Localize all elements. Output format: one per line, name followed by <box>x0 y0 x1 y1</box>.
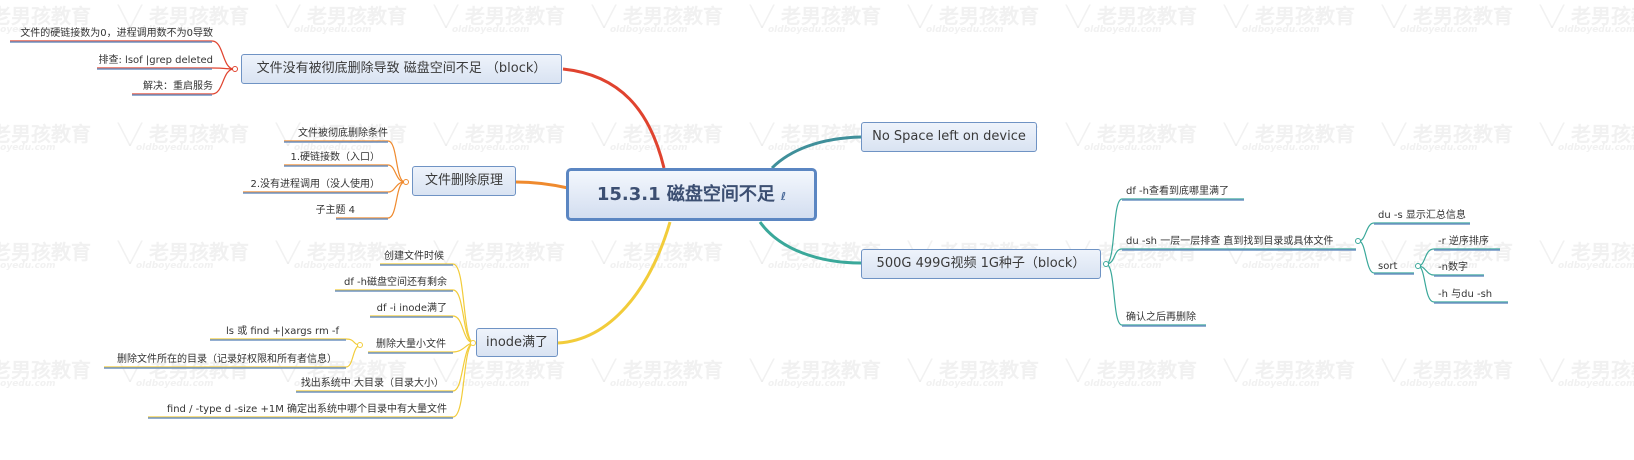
principle-leaf-lines <box>243 140 406 219</box>
block-leaf-lines <box>10 40 235 95</box>
leaf-inode-5[interactable]: find / -type d -size +1M 确定出系统中哪个目录中有大量文… <box>166 404 447 415</box>
leaf-inode-4[interactable]: 找出系统中 大目录（目录大小） <box>300 378 444 389</box>
link-marker-icon: ℓ <box>780 190 787 203</box>
leaf-inode-0[interactable]: 创建文件时候 <box>384 251 444 262</box>
leaf-video-2[interactable]: 确认之后再删除 <box>1126 312 1196 323</box>
central-topic[interactable]: 15.3.1 磁盘空间不足 ℓ <box>566 168 817 221</box>
collapse-toggle-icon[interactable] <box>470 340 476 346</box>
leaf-sort-1[interactable]: -n数字 <box>1438 262 1468 273</box>
collapse-toggle-icon[interactable] <box>232 66 238 72</box>
leaf-inode-sub-0[interactable]: ls 或 find +|xargs rm -f <box>226 326 339 337</box>
central-topic-label: 15.3.1 磁盘空间不足 <box>596 184 775 205</box>
collapse-toggle-icon[interactable] <box>403 179 409 185</box>
leaf-sort-0[interactable]: -r 逆序排序 <box>1438 236 1489 247</box>
edge-central-inode <box>557 221 672 345</box>
edge-central-video <box>758 221 862 265</box>
leaf-sort-2[interactable]: -h 与du -sh <box>1438 289 1493 300</box>
collapse-toggle-icon[interactable] <box>1355 238 1361 244</box>
leaf-inode-2[interactable]: df -i inode满了 <box>376 303 447 314</box>
leaf-inode-1[interactable]: df -h磁盘空间还有剩余 <box>344 277 447 288</box>
leaf-principle-0[interactable]: 文件被彻底删除条件 <box>298 128 388 139</box>
collapse-toggle-icon[interactable] <box>1103 261 1109 267</box>
branch-video-label: 500G 499G视频 1G种子（block） <box>876 256 1086 271</box>
branch-inode-label: inode满了 <box>485 335 549 350</box>
branch-no-space[interactable]: No Space left on device <box>861 122 1037 152</box>
leaf-video-1[interactable]: du -sh 一层一层排查 直到找到目录或具体文件 <box>1126 236 1334 247</box>
leaf-inode-sub-1[interactable]: 删除文件所在的目录（记录好权限和所有者信息） <box>117 354 337 365</box>
leaf-principle-1[interactable]: 1.硬链接数（入口） <box>290 152 380 163</box>
leaf-du-1[interactable]: sort <box>1378 261 1398 272</box>
branch-inode[interactable]: inode满了 <box>476 328 558 357</box>
branch-no-space-label: No Space left on device <box>872 129 1026 144</box>
branch-video[interactable]: 500G 499G视频 1G种子（block） <box>861 249 1101 279</box>
leaf-video-0[interactable]: df -h查看到底哪里满了 <box>1126 186 1229 197</box>
collapse-toggle-icon[interactable] <box>1415 263 1421 269</box>
branch-principle-label: 文件删除原理 <box>424 173 503 188</box>
branch-principle[interactable]: 文件删除原理 <box>412 166 516 196</box>
edge-central-principle <box>515 180 569 190</box>
branch-block[interactable]: 文件没有被彻底删除导致 磁盘空间不足 （block） <box>241 54 562 84</box>
leaf-block-1[interactable]: 排查: lsof |grep deleted <box>98 55 214 66</box>
leaf-underlines <box>10 41 1508 419</box>
edge-central-nospace <box>770 135 862 170</box>
branch-block-label: 文件没有被彻底删除导致 磁盘空间不足 （block） <box>256 61 547 76</box>
leaf-principle-2[interactable]: 2.没有进程调用（没人使用） <box>250 179 380 190</box>
leaf-block-2[interactable]: 解决：重启服务 <box>143 81 213 92</box>
collapse-toggle-icon[interactable] <box>357 342 363 348</box>
leaf-inode-3[interactable]: 删除大量小文件 <box>376 339 446 350</box>
leaf-principle-3[interactable]: 子主题 4 <box>315 205 355 216</box>
leaf-du-0[interactable]: du -s 显示汇总信息 <box>1378 210 1466 221</box>
edge-central-block <box>562 67 666 169</box>
leaf-block-0[interactable]: 文件的硬链接数为0，进程调用数不为0导致 <box>20 28 213 39</box>
